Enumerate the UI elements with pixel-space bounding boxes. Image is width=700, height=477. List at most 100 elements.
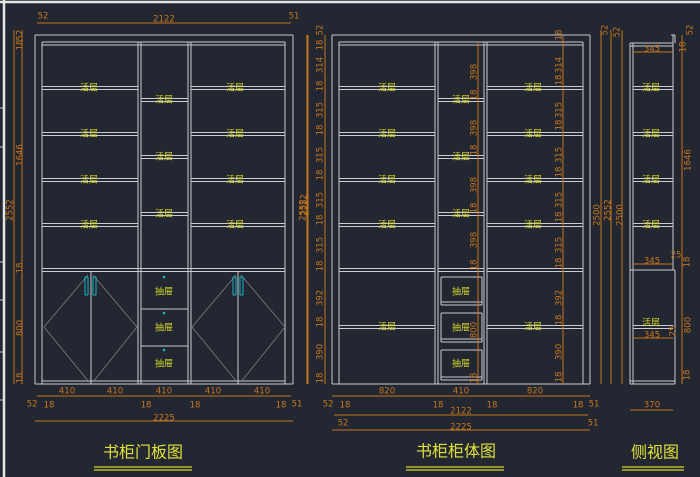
- dimension-label: 315: [316, 102, 326, 118]
- shelf-label: 活层: [80, 174, 98, 186]
- dimension-label: 410: [107, 387, 123, 397]
- shelf-label: 活层: [642, 317, 660, 329]
- shelf-label: 活层: [642, 219, 660, 231]
- dimension-label: 398: [470, 64, 480, 80]
- dimension-label: 345: [644, 331, 660, 341]
- dimension-label: 18: [316, 317, 326, 328]
- dimension-label: 315: [555, 147, 565, 163]
- dimension-label: 18: [16, 263, 26, 274]
- dimension-label: 52: [323, 400, 334, 410]
- dimension-label: 2500: [616, 204, 626, 226]
- dimension-label: 52: [338, 419, 349, 429]
- shelf-label: 活层: [155, 151, 173, 163]
- dimension-label: 18: [555, 167, 565, 178]
- dimension-label: 18: [555, 372, 565, 383]
- dimension-label: 370: [644, 401, 660, 411]
- shelf-label: 活层: [80, 219, 98, 231]
- dimension-label: 18: [316, 81, 326, 92]
- dimension-label: 18: [433, 401, 444, 411]
- dimension-label: 392: [555, 290, 565, 306]
- door-swing-line: [43, 274, 89, 328]
- shelf-label: 活层: [524, 174, 542, 186]
- dimension-label: 314: [555, 57, 565, 73]
- dimension-label: 18: [470, 145, 480, 156]
- dimension-label: 2552: [300, 194, 310, 216]
- shelf-label: 活层: [378, 174, 396, 186]
- dimension-label: 2500: [593, 204, 603, 226]
- dimension-label: 2122: [153, 15, 175, 25]
- door-swing-line: [92, 274, 138, 328]
- dimension-label: 800: [16, 320, 26, 336]
- shelf-label: 活层: [378, 82, 396, 94]
- door-swing-line: [43, 326, 90, 383]
- dimension-label: 52: [16, 30, 26, 41]
- shelf-label: 活层: [524, 128, 542, 140]
- dimension-label: 18: [141, 401, 152, 411]
- dimension-label: 18: [16, 373, 26, 384]
- dimension-label: 18: [555, 75, 565, 86]
- dimension-label: 52: [38, 12, 49, 22]
- dimension-label: 18: [683, 370, 693, 381]
- shelf-label: 活层: [226, 219, 244, 231]
- shelf-label: 活层: [524, 219, 542, 231]
- dimension-label: 315: [316, 192, 326, 208]
- dimension-label: 18: [573, 401, 584, 411]
- shelf-label: 活层: [80, 82, 98, 94]
- dimension-label: 52: [601, 25, 611, 36]
- shelf-label: 活层: [378, 219, 396, 231]
- dimension-label: 52: [613, 27, 623, 38]
- dimension-label: 392: [316, 290, 326, 306]
- door-swing-line: [191, 326, 238, 383]
- door-swing-line: [191, 274, 237, 328]
- dimension-label: 800: [684, 317, 694, 333]
- dimension-label: 18: [470, 373, 480, 384]
- dimension-label: 1646: [16, 144, 26, 166]
- dimension-label: 345: [644, 45, 660, 55]
- dimension-label: 18: [276, 401, 287, 411]
- shelf-label: 活层: [642, 128, 660, 140]
- dimension-label: 18: [316, 373, 326, 384]
- shelf-label: 活层: [80, 128, 98, 140]
- dimension-label: 18: [555, 120, 565, 131]
- dimension-label: 800: [470, 322, 480, 338]
- dimension-label: 52: [686, 25, 696, 36]
- dimension-label: 52: [27, 400, 38, 410]
- side-view-title: 侧视图: [631, 443, 679, 462]
- dimension-label: 18: [555, 258, 565, 269]
- dimension-label: 18: [555, 30, 565, 41]
- dimension-label: 18: [555, 315, 565, 326]
- dimension-label: 18: [683, 257, 693, 268]
- door-swing-line: [240, 326, 286, 383]
- dimension-label: 314: [316, 57, 326, 73]
- cabinet-view-title: 书柜柜体图: [416, 442, 496, 461]
- dimension-label: 2225: [153, 414, 175, 424]
- door-swing-line: [92, 326, 138, 383]
- drawer-label: 抽屉: [452, 322, 470, 334]
- dimension-label: 820: [527, 387, 543, 397]
- dimension-label: 398: [470, 120, 480, 136]
- shelf-label: 活层: [378, 321, 396, 333]
- dimension-label: 18: [470, 260, 480, 271]
- dimension-label: 1646: [684, 149, 694, 171]
- dimension-label: 2122: [450, 407, 472, 417]
- dimension-label: 410: [59, 387, 75, 397]
- dimension-label: 18: [470, 90, 480, 101]
- dimension-label: 25: [671, 251, 682, 261]
- dimension-label: 18: [316, 170, 326, 181]
- shelf-label: 活层: [642, 174, 660, 186]
- dimension-label: 2225: [450, 423, 472, 433]
- door-swing-line: [240, 274, 286, 328]
- dimension-label: 51: [292, 400, 303, 410]
- dimension-label: 52: [316, 25, 326, 36]
- shelf-label: 活层: [452, 151, 470, 163]
- dimension-label: 18: [44, 401, 55, 411]
- shelf-label: 活层: [226, 128, 244, 140]
- drawer-label: 抽屉: [452, 286, 470, 298]
- dimension-label: 410: [156, 387, 172, 397]
- dimension-label: 18: [555, 212, 565, 223]
- dimension-label: 2552: [6, 199, 16, 221]
- dimension-label: 390: [555, 344, 565, 360]
- dimension-label: 18: [487, 401, 498, 411]
